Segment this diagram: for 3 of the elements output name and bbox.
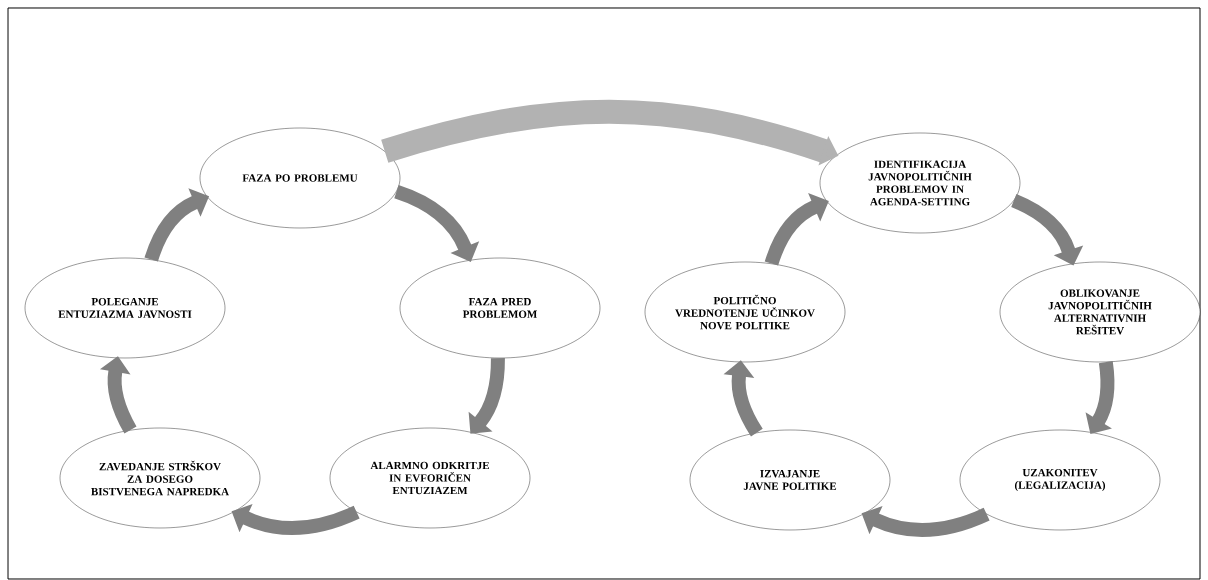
curved-arrow [394,185,480,262]
curved-arrow [764,192,829,266]
curved-arrow [99,356,137,434]
